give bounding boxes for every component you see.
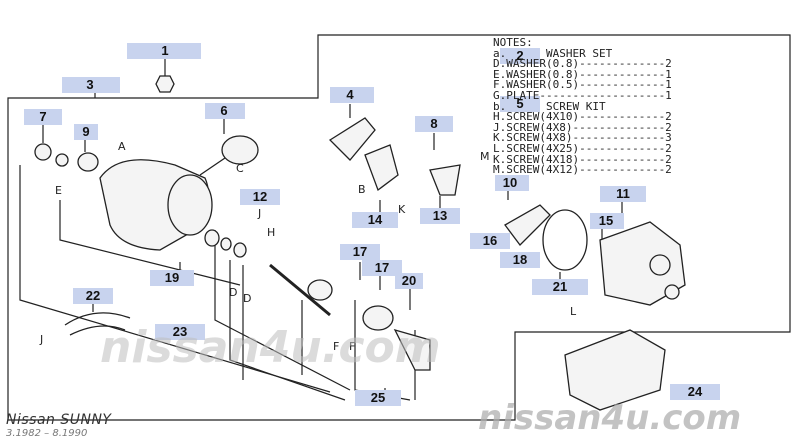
brand-footer: Nissan SUNNY 3.1982 – 8.1990 [6, 412, 111, 439]
callout-16[interactable]: 16 [482, 233, 498, 248]
callout-21[interactable]: 21 [552, 279, 568, 294]
callout-6[interactable]: 6 [220, 103, 228, 118]
letter-f2: F [349, 340, 356, 353]
callout-box-8 [415, 116, 453, 132]
notes-screw-item: K.SCREW(4X18)-------------2 [493, 152, 672, 166]
callout-box-18 [500, 252, 540, 268]
notes-block: NOTES: a. WASHER SET D.WASHER(0.8)------… [493, 36, 783, 177]
callout-box-4 [330, 87, 374, 103]
assembly-boundary [7, 34, 791, 421]
brand-name: Nissan SUNNY [6, 412, 112, 428]
callout-box-11 [600, 186, 646, 202]
letter-f1: F [333, 340, 340, 353]
callout-7[interactable]: 7 [39, 109, 47, 124]
shield-part [564, 329, 666, 411]
callout-box-5 [500, 96, 540, 112]
notes-screw-item: K.SCREW(4X8)--------------3 [493, 131, 672, 145]
callout-box-24 [670, 384, 720, 400]
callout-box-13 [420, 208, 460, 224]
callout-box-6 [205, 103, 245, 119]
letter-a: A [118, 140, 126, 153]
notes-line-a: a. WASHER SET [493, 46, 613, 60]
callout-box-20 [395, 273, 423, 289]
callout-box-10 [495, 175, 529, 191]
vacuum-controller [221, 135, 259, 165]
callout-11[interactable]: 11 [616, 186, 630, 201]
callout-22[interactable]: 22 [85, 288, 101, 303]
callout-15[interactable]: 15 [598, 213, 614, 228]
callout-box-9 [74, 124, 98, 140]
callout-box-1 [127, 43, 201, 59]
callout-13[interactable]: 13 [432, 208, 448, 223]
letter-k: K [398, 203, 406, 216]
letter-m: M [480, 150, 490, 163]
callout-20[interactable]: 20 [401, 273, 417, 288]
callout-box-14 [352, 212, 398, 228]
callout-23[interactable]: 23 [172, 324, 188, 339]
callout-12[interactable]: 12 [252, 189, 268, 204]
callout-4[interactable]: 4 [346, 87, 354, 102]
letter-e: E [55, 184, 62, 197]
callout-3[interactable]: 3 [86, 77, 94, 92]
letter-b: B [358, 183, 366, 196]
notes-washer-item: D.WASHER(0.8)-------------2 [493, 57, 672, 71]
callout-box-12 [240, 189, 280, 205]
distributor-cap [599, 221, 686, 306]
wire-harness [64, 312, 131, 336]
callout-box-3 [62, 77, 120, 93]
watermark-bottom: nissan4u.com [478, 398, 742, 438]
notes-line-b: b. SCREW KIT [493, 99, 606, 113]
callout-box-2 [500, 48, 540, 64]
letter-d1: D [229, 286, 238, 299]
production-period: 3.1982 – 8.1990 [6, 428, 88, 439]
cap-gasket [542, 209, 588, 271]
callout-2[interactable]: 2 [516, 48, 524, 63]
watermark-center: nissan4u.com [100, 322, 441, 373]
callout-box-19 [150, 270, 194, 286]
notes-title: NOTES: [493, 36, 533, 49]
notes-washer-item: G.PLATE-------------------1 [493, 88, 672, 102]
letter-l: L [570, 305, 577, 318]
callout-box-17b [362, 260, 402, 276]
callout-8[interactable]: 8 [430, 116, 438, 131]
notes-screw-item: L.SCREW(4X25)-------------2 [493, 141, 672, 155]
breaker-plate [328, 117, 376, 161]
callout-17b[interactable]: 17 [374, 260, 390, 275]
callout-5[interactable]: 5 [516, 96, 524, 111]
letter-c: C [236, 162, 244, 175]
callout-box-16 [470, 233, 510, 249]
callout-25[interactable]: 25 [370, 390, 386, 405]
notes-washer-item: E.WASHER(0.8)-------------1 [493, 67, 672, 81]
rotor-part [504, 204, 551, 246]
callout-box-22 [73, 288, 113, 304]
letter-j1: J [258, 207, 262, 220]
callout-box-25 [355, 390, 401, 406]
letter-j2: J [40, 333, 44, 346]
notes-washer-item: F.WASHER(0.5)-------------1 [493, 78, 672, 92]
callout-19[interactable]: 19 [164, 270, 180, 285]
letter-d2: D [243, 292, 252, 305]
notes-screw-item: M.SCREW(4X12)-------------2 [493, 163, 672, 177]
callout-24[interactable]: 24 [687, 384, 703, 399]
callout-box-17a [340, 244, 380, 260]
callout-9[interactable]: 9 [82, 124, 90, 139]
callout-box-23 [155, 324, 205, 340]
callout-box-21 [532, 279, 588, 295]
callout-10[interactable]: 10 [502, 175, 518, 190]
callout-18[interactable]: 18 [512, 252, 528, 267]
notes-screw-item: J.SCREW(4X8)--------------2 [493, 120, 672, 134]
letter-h: H [267, 226, 276, 239]
nut-part [155, 75, 175, 93]
callout-box-7 [24, 109, 62, 125]
callout-1[interactable]: 1 [161, 43, 169, 58]
callout-box-15 [590, 213, 624, 229]
callout-14[interactable]: 14 [367, 212, 383, 227]
notes-screw-item: H.SCREW(4X10)-------------2 [493, 110, 672, 124]
callout-17a[interactable]: 17 [352, 244, 368, 259]
